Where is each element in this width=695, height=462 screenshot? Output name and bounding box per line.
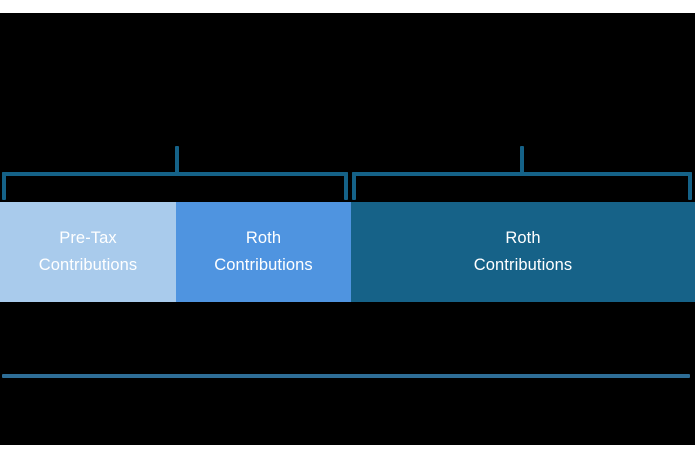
segment-roth-contributions-1[interactable]: Roth Contributions <box>176 202 351 302</box>
segment-roth-2-label-line1: Roth <box>505 229 541 247</box>
right-bracket-leg-end <box>688 172 692 200</box>
segment-roth-contributions-2[interactable]: Roth Contributions <box>351 202 695 302</box>
segment-roth-2-label-line2: Contributions <box>473 256 573 274</box>
contribution-segment-bar: Pre-Tax Contributions Roth Contributions… <box>0 202 695 302</box>
right-bracket <box>352 146 692 202</box>
left-bracket-leg-start <box>2 172 6 200</box>
left-bracket <box>2 146 348 202</box>
segment-roth-1-label-line1: Roth <box>245 229 282 247</box>
segment-pretax-label-line2: Contributions <box>38 256 138 274</box>
right-bracket-tick-icon <box>520 146 524 174</box>
left-bracket-leg-end <box>344 172 348 200</box>
left-bracket-tick-icon <box>175 146 179 174</box>
left-bracket-bar <box>2 172 348 176</box>
segment-pretax-contributions[interactable]: Pre-Tax Contributions <box>0 202 176 302</box>
right-bracket-bar <box>352 172 692 176</box>
segment-pretax-label-line1: Pre-Tax <box>59 229 117 247</box>
segment-roth-1-label-line2: Contributions <box>214 256 313 274</box>
right-bracket-leg-start <box>352 172 356 200</box>
baseline-rule <box>2 374 690 378</box>
